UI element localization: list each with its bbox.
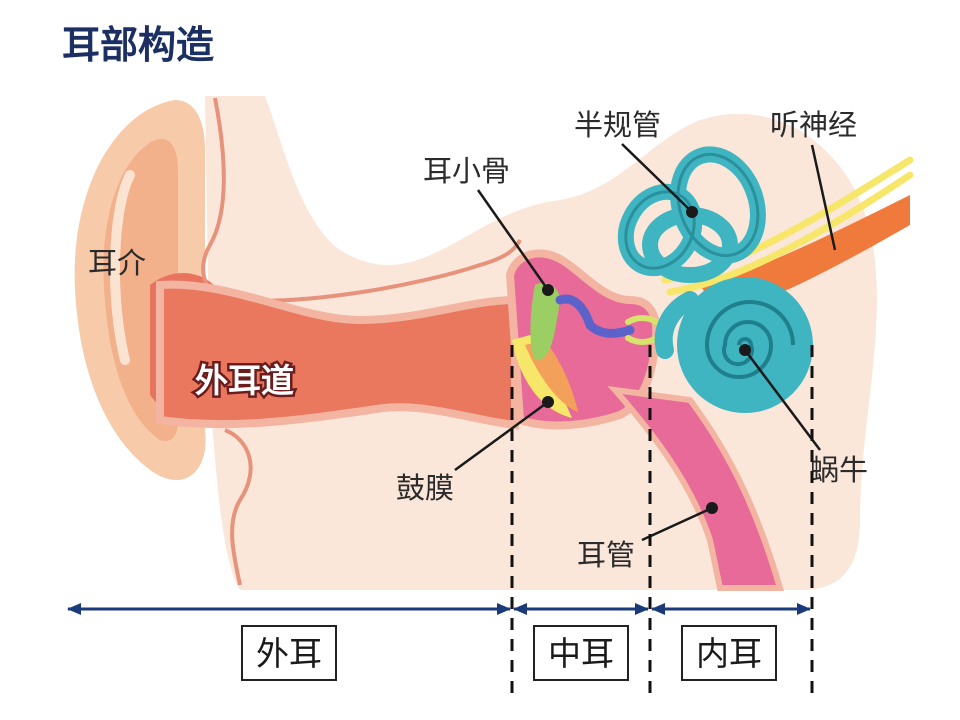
- label-semicircular-canals: 半规管: [574, 108, 661, 142]
- leader-cochlea: [744, 349, 821, 451]
- section-label-middle: 中耳: [548, 634, 614, 673]
- leader-dot-cochlea: [739, 344, 751, 356]
- ossicles: [530, 282, 561, 361]
- label-auditory-nerve: 听神经: [770, 108, 857, 142]
- leader-ossicles: [476, 189, 550, 291]
- ear-illustration: [74, 96, 914, 591]
- section-label-outer: 外耳: [256, 634, 322, 673]
- section-dividers: [510, 345, 814, 700]
- section-box-middle: 中耳: [533, 625, 629, 681]
- leader-dot-eardrum: [542, 396, 554, 408]
- semicircular-canals-inner: [624, 152, 760, 270]
- pinna-helix: [110, 170, 135, 365]
- section-box-inner: 内耳: [681, 625, 777, 681]
- leader-eardrum: [454, 400, 549, 472]
- skin-outline-lower: [224, 428, 253, 586]
- leader-semicircular-canals: [621, 143, 693, 213]
- ossicle-chain: [555, 294, 635, 338]
- section-label-inner: 内耳: [696, 634, 762, 673]
- page-title: 耳部构造: [62, 23, 214, 67]
- leader-eustachian-tube: [641, 506, 713, 542]
- leader-dot-eustachian-tube: [706, 502, 718, 514]
- section-box-outer: 外耳: [241, 625, 337, 681]
- leader-dot-semicircular-canals: [686, 206, 698, 218]
- eustachian-tube: [607, 385, 785, 591]
- label-ossicles: 耳小骨: [423, 154, 510, 188]
- label-eardrum: 鼓膜: [396, 471, 454, 505]
- leader-auditory-nerve: [810, 144, 837, 251]
- label-pinna: 耳介: [88, 246, 146, 280]
- label-cochlea: 蜗牛: [810, 453, 868, 487]
- label-ear-canal: 外耳道: [195, 361, 294, 400]
- label-eustachian-tube: 耳管: [577, 538, 635, 572]
- leader-dot-ossicles: [542, 284, 554, 296]
